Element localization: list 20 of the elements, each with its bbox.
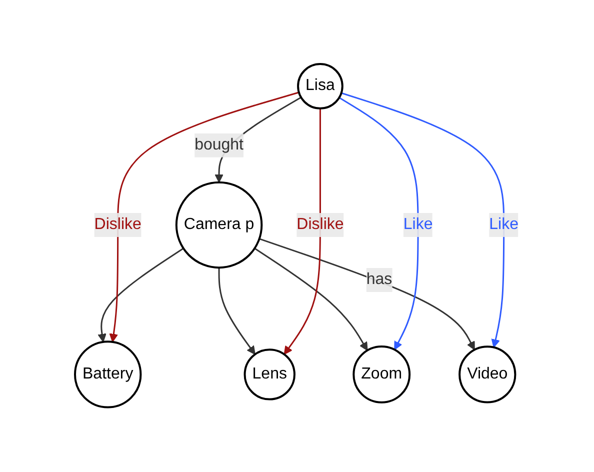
arrow — [254, 248, 368, 352]
edge-label: Dislike — [94, 216, 142, 234]
edge-label: Dislike — [296, 216, 344, 234]
arrow — [339, 97, 420, 350]
edge-label: has — [366, 271, 392, 288]
arrow — [259, 238, 476, 351]
node-circle: Zoom — [352, 346, 411, 404]
node-circle: Battery — [74, 340, 142, 409]
arrow — [110, 92, 300, 343]
node-circle: Camera p — [176, 182, 263, 269]
arrow — [341, 92, 505, 348]
node-circle: Lens — [244, 348, 296, 401]
arrow — [218, 268, 256, 356]
node-circle: Lisa — [297, 63, 344, 110]
edge-label: bought — [194, 136, 244, 154]
arrow — [98, 248, 184, 343]
edge-label: Like — [489, 216, 519, 234]
node-circle: Video — [458, 346, 516, 404]
arrow — [284, 108, 322, 356]
edge-label: Like — [404, 216, 433, 234]
